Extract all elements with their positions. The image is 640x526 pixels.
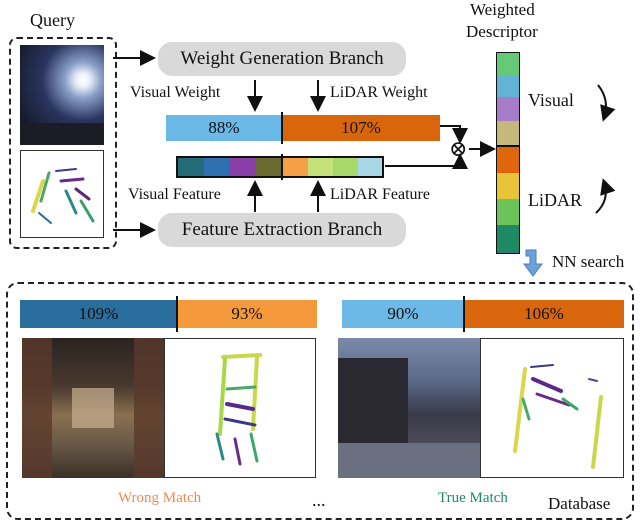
database-box (6, 282, 634, 520)
visual-feature-cell (204, 158, 230, 176)
query-lidar-weight-bar: 107% (282, 115, 440, 141)
lidar-feature-cell (333, 158, 358, 176)
lidar-feature-cell (283, 158, 308, 176)
query-weight-divider (281, 112, 283, 144)
weighted-descriptor (496, 52, 520, 254)
wrong-visual-weight-bar: 109% (20, 300, 177, 328)
nn-search-arrow-icon (523, 249, 543, 277)
visual-feature-cell (256, 158, 282, 176)
visual-weight-label: Visual Weight (130, 84, 221, 101)
visual-feature-label: Visual Feature (128, 186, 221, 203)
visual-feature-cell (178, 158, 204, 176)
weighted-descriptor-title-2: Descriptor (466, 22, 538, 41)
wrong-weight-divider (176, 296, 178, 332)
feature-divider (281, 154, 283, 180)
true-weight-divider (463, 296, 465, 332)
query-camera-image (20, 45, 104, 145)
query-lidar-image (20, 150, 104, 238)
visual-label: Visual (528, 90, 574, 110)
database-label: Database (548, 494, 611, 513)
wrong-lidar-weight-bar: 93% (177, 300, 317, 328)
weighted-descriptor-title-1: Weighted (470, 0, 535, 19)
lidar-feature-label: LiDAR Feature (330, 186, 430, 203)
true-match-camera-image (338, 338, 480, 478)
weight-generation-branch: Weight Generation Branch (158, 42, 406, 76)
lidar-weight-label: LiDAR Weight (330, 84, 428, 101)
ellipsis-label: ... (312, 490, 326, 510)
query-label: Query (30, 10, 75, 30)
lidar-label: LiDAR (528, 190, 582, 210)
visual-feature-cell (230, 158, 256, 176)
query-box (9, 37, 117, 249)
wrong-match-lidar-image (164, 338, 316, 478)
feature-extraction-branch: Feature Extraction Branch (158, 213, 406, 247)
true-match-lidar-image (480, 338, 624, 478)
query-visual-weight-bar: 88% (166, 115, 282, 141)
true-visual-weight-bar: 90% (342, 300, 464, 328)
multiply-icon: ⊗ (449, 136, 468, 161)
lidar-feature-cell (358, 158, 382, 176)
wrong-match-label: Wrong Match (118, 490, 202, 506)
wrong-match-camera-image (22, 338, 164, 478)
lidar-feature-cell (308, 158, 333, 176)
true-match-label: True Match (438, 490, 508, 506)
nn-search-label: NN search (552, 252, 625, 271)
true-lidar-weight-bar: 106% (464, 300, 624, 328)
feature-bar (176, 156, 384, 178)
